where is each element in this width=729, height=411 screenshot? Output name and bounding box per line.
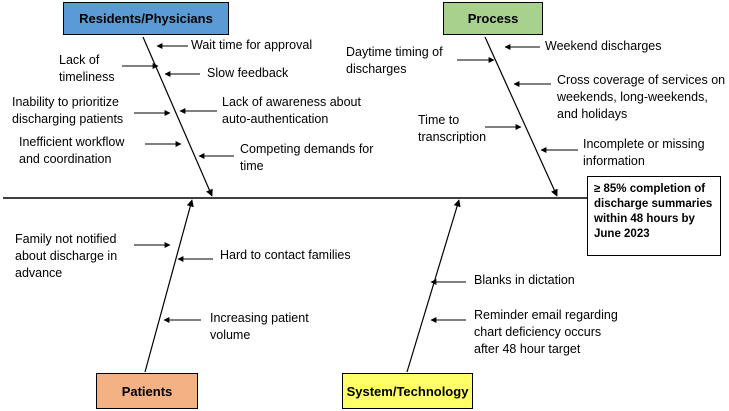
- cause-patient-volume: Increasing patient volume: [210, 311, 309, 342]
- bone-residents: [142, 36, 213, 197]
- cause-inability-prioritize: Inability to prioritize discharging pati…: [12, 95, 124, 126]
- cause-daytime: Daytime timing of discharges: [346, 45, 443, 76]
- goal-box: ≥ 85% completion of discharge summaries …: [587, 176, 721, 256]
- cause-weekend: Weekend discharges: [545, 39, 662, 53]
- category-system: System/Technology: [342, 373, 473, 409]
- bone-system: [406, 199, 461, 373]
- cause-family-notified: Family not notified about discharge in a…: [15, 232, 118, 280]
- category-patients: Patients: [96, 373, 198, 409]
- cause-hard-contact: Hard to contact families: [220, 248, 351, 262]
- cause-reminder: Reminder email regarding chart deficienc…: [474, 308, 618, 356]
- bone-patients: [144, 199, 194, 373]
- cause-lack-timeliness: Lack of timeliness: [59, 53, 115, 84]
- cause-lack-awareness: Lack of awareness about auto-authenticat…: [222, 95, 361, 126]
- category-process: Process: [443, 2, 543, 35]
- bone-process: [484, 36, 558, 197]
- cause-wait-time: Wait time for approval: [191, 38, 313, 52]
- cause-cross-coverage: Cross coverage of services on weekends, …: [557, 73, 726, 121]
- category-residents: Residents/Physicians: [63, 2, 229, 35]
- cause-incomplete: Incomplete or missing information: [583, 137, 705, 168]
- cause-transcription: Time to transcription: [418, 113, 487, 144]
- cause-inefficient-workflow: Inefficient workflow and coordination: [19, 135, 125, 166]
- cause-blanks: Blanks in dictation: [474, 273, 575, 287]
- cause-slow-feedback: Slow feedback: [207, 66, 289, 80]
- cause-competing-demands: Competing demands for time: [240, 142, 374, 173]
